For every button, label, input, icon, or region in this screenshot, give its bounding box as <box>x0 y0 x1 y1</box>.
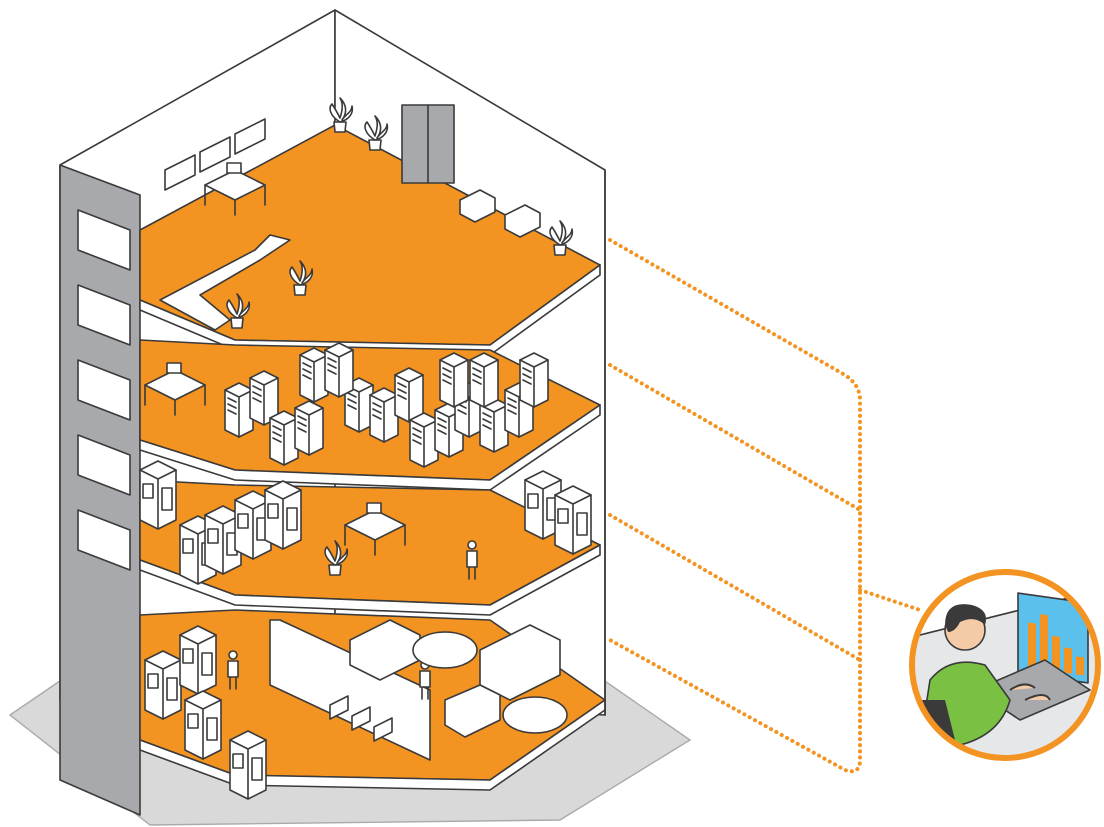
office-floor <box>139 97 601 356</box>
mechanical-equipment <box>349 619 568 738</box>
lounge-chairs <box>459 189 541 238</box>
stair-tower-windows <box>77 209 131 571</box>
operator-hands <box>1009 683 1051 701</box>
operator-workstation <box>909 569 1101 761</box>
monitor-bar-chart <box>1028 614 1084 676</box>
monitoring-connectors <box>608 238 922 774</box>
wall-monitors <box>164 118 266 191</box>
wall-monitors-lower <box>329 695 393 742</box>
server-floor <box>139 339 601 491</box>
operator-hair <box>945 604 987 632</box>
reception-desk <box>159 234 291 331</box>
electrical-floor <box>139 460 601 616</box>
mechanical-floor <box>139 609 606 800</box>
